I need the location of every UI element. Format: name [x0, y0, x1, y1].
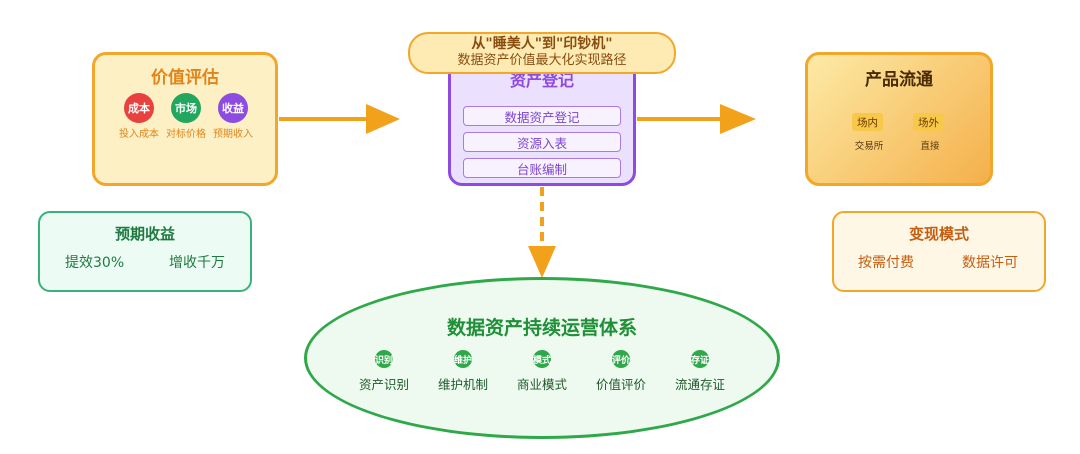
evaluate-label: 价值评价: [595, 377, 646, 392]
registry-row: 数据资产登记: [463, 106, 621, 126]
valuation-box: 价值评估 成本 投入成本 市场 对标价格 收益 预期收入: [92, 52, 278, 186]
maintain-badge: 维护: [454, 350, 472, 368]
monetization-box: 变现模式 按需付费 数据许可: [832, 211, 1046, 292]
income-circle: 收益: [218, 93, 248, 123]
market-sub-label: 对标价格: [166, 129, 206, 140]
monetization-item: 数据许可: [962, 255, 1018, 271]
arrowhead-valuation-to-registry: [366, 104, 400, 134]
banner-title: 从"睡美人"到"印钞机": [471, 36, 613, 52]
off-exchange-sub-label: 直接: [920, 141, 940, 152]
banner-subtitle: 数据资产价值最大化实现路径: [457, 53, 627, 68]
cost-sub-label: 投入成本: [119, 129, 159, 140]
model-badge: 模式: [533, 350, 551, 368]
arrowhead-registry-to-product: [720, 104, 756, 134]
maintain-label: 维护机制: [437, 377, 488, 392]
title-banner: 从"睡美人"到"印钞机" 数据资产价值最大化实现路径: [408, 32, 676, 74]
monetization-title: 变现模式: [908, 225, 969, 243]
off-exchange-tag: 场外: [913, 113, 944, 131]
identify-badge: 识别: [375, 350, 393, 368]
certify-label: 流通存证: [674, 377, 725, 392]
expected-returns-box: 预期收益 提效30% 增收千万: [38, 211, 252, 292]
identify-label: 资产识别: [358, 377, 409, 392]
cost-circle: 成本: [124, 93, 154, 123]
on-exchange-tag: 场内: [852, 113, 883, 131]
certify-badge: 存证: [691, 350, 709, 368]
operations-title: 数据资产持续运营体系: [446, 317, 637, 339]
market-circle: 市场: [171, 93, 201, 123]
product-circulation-box: 产品流通 场内 交易所 场外 直接: [805, 52, 993, 186]
expected-returns-title: 预期收益: [114, 225, 175, 243]
valuation-title: 价值评估: [151, 68, 219, 88]
monetization-item: 按需付费: [858, 255, 914, 271]
expected-returns-item: 增收千万: [169, 255, 225, 271]
product-circulation-title: 产品流通: [865, 70, 933, 90]
registry-row: 资源入表: [463, 132, 621, 152]
evaluate-badge: 评价: [612, 350, 630, 368]
on-exchange-sub-label: 交易所: [854, 141, 884, 152]
registry-box: 资产登记 数据资产登记 资源入表 台账编制: [448, 56, 636, 186]
income-sub-label: 预期收入: [213, 129, 253, 140]
arrowhead-registry-to-operations: [528, 246, 556, 278]
model-label: 商业模式: [516, 377, 567, 392]
operations-ellipse: 数据资产持续运营体系 识别 资产识别 维护 维护机制 模式 商业模式 评价 价值…: [304, 277, 780, 439]
registry-title: 资产登记: [509, 71, 574, 90]
registry-row: 台账编制: [463, 158, 621, 178]
expected-returns-item: 提效30%: [65, 255, 125, 271]
